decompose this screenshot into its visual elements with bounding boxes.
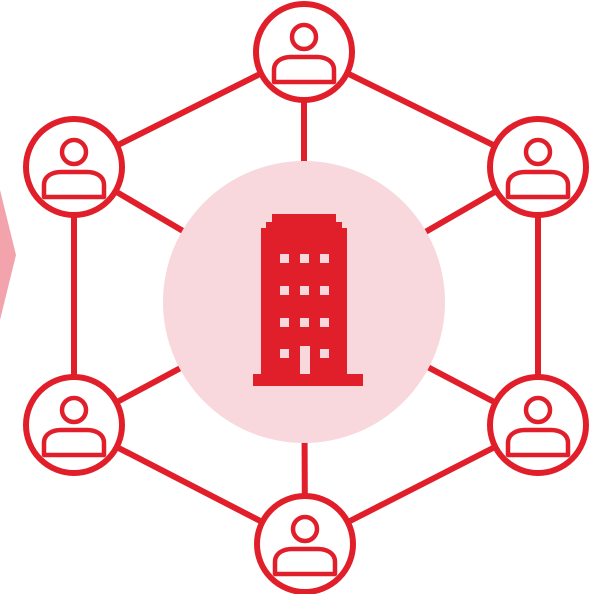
building-icon bbox=[253, 214, 363, 386]
person-node-lower-left bbox=[26, 377, 122, 473]
person-node-bottom bbox=[257, 496, 353, 592]
person-node-top bbox=[256, 4, 352, 100]
person-icon bbox=[256, 4, 352, 100]
person-node-upper-left bbox=[26, 119, 122, 215]
person-icon bbox=[490, 119, 586, 215]
chevron-right-icon bbox=[0, 190, 16, 320]
person-icon bbox=[490, 377, 586, 473]
person-node-lower-right bbox=[490, 377, 586, 473]
person-icon bbox=[26, 119, 122, 215]
person-icon bbox=[257, 496, 353, 592]
person-icon bbox=[26, 377, 122, 473]
person-node-upper-right bbox=[490, 119, 586, 215]
